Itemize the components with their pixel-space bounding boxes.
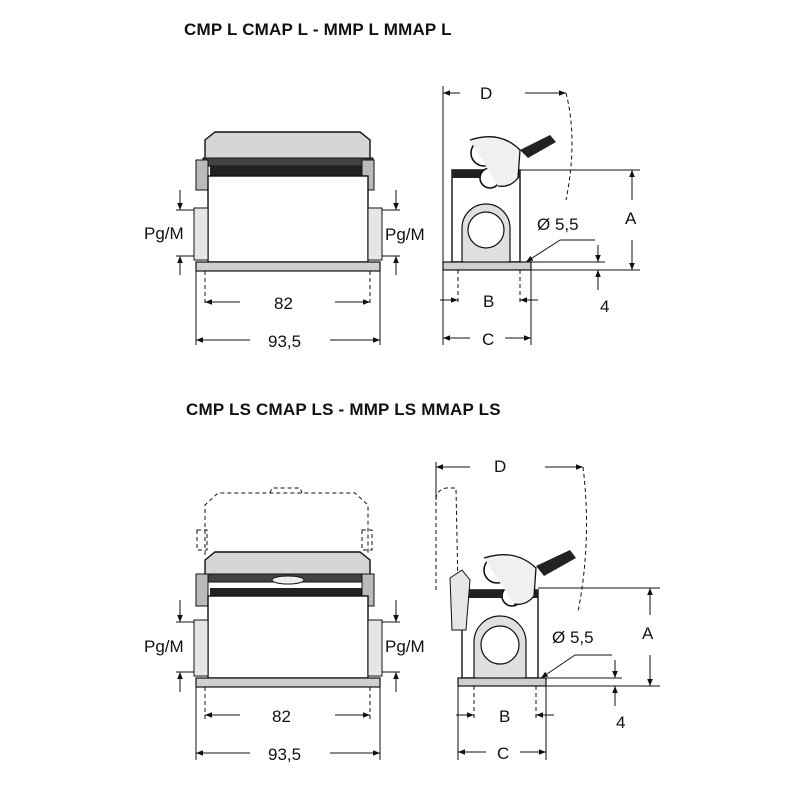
dim-82-bottom: 82 bbox=[272, 707, 291, 726]
dim-4-top: 4 bbox=[600, 297, 609, 316]
dim-hole-top: Ø 5,5 bbox=[537, 215, 579, 234]
dim-b-top: B bbox=[483, 292, 494, 311]
dim-hole-bottom: Ø 5,5 bbox=[552, 628, 594, 647]
top-side-view bbox=[440, 86, 640, 345]
dim-c-bottom: C bbox=[497, 744, 509, 763]
title-bottom: CMP LS CMAP LS - MMP LS MMAP LS bbox=[186, 400, 501, 419]
dim-a-top: A bbox=[625, 209, 637, 228]
top-front-view bbox=[176, 131, 400, 345]
title-top: CMP L CMAP L - MMP L MMAP L bbox=[184, 20, 452, 39]
dim-d-top: D bbox=[480, 84, 492, 103]
dim-935-top: 93,5 bbox=[268, 332, 301, 351]
dim-a-bottom: A bbox=[642, 624, 654, 643]
dim-d-bottom: D bbox=[494, 457, 506, 476]
bottom-side-view bbox=[435, 462, 660, 760]
pg-label-bottom-left: Pg/M bbox=[144, 637, 184, 656]
dim-935-bottom: 93,5 bbox=[268, 745, 301, 764]
dim-b-bottom: B bbox=[499, 707, 510, 726]
pg-label-top-left: Pg/M bbox=[144, 224, 184, 243]
bottom-front-view bbox=[176, 487, 400, 760]
pg-label-top-right: Pg/M bbox=[385, 225, 425, 244]
dim-c-top: C bbox=[482, 330, 494, 349]
dim-4-bottom: 4 bbox=[616, 713, 625, 732]
dim-82-top: 82 bbox=[274, 294, 293, 313]
pg-label-bottom-right: Pg/M bbox=[385, 637, 425, 656]
